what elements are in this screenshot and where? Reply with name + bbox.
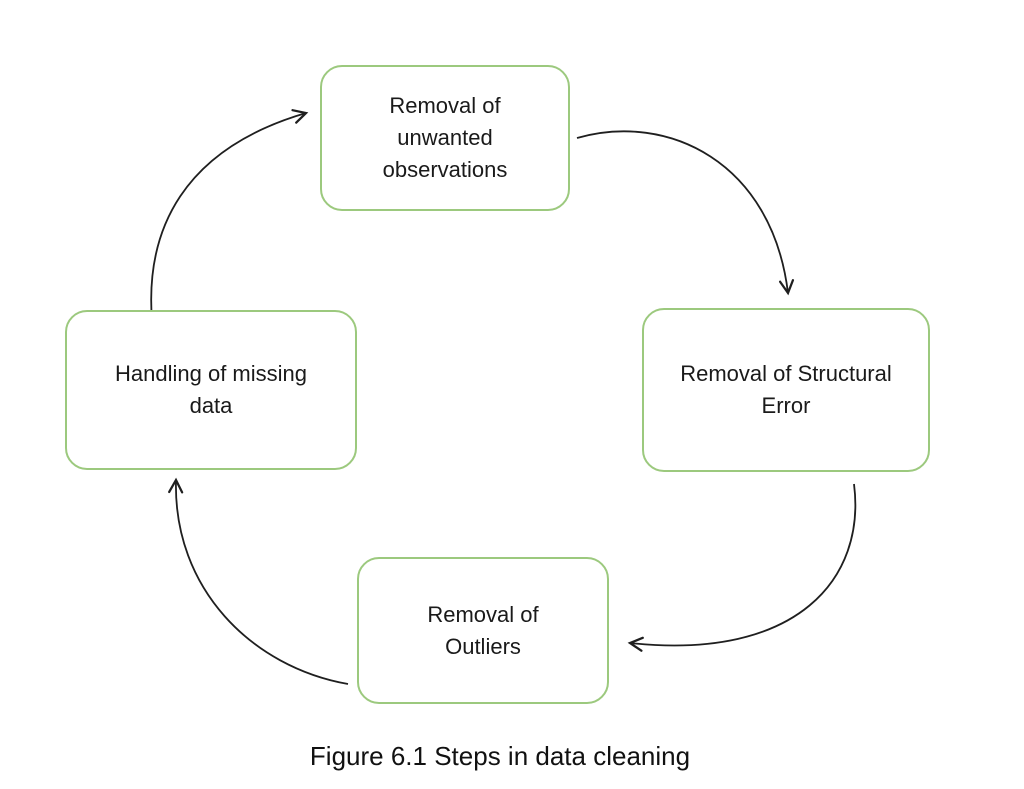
node-removal-outliers: Removal of Outliers: [357, 557, 609, 704]
arrow-left-to-top: [150, 109, 309, 321]
arrow-right-to-bottom: [627, 483, 857, 652]
arrow-top-to-right: [576, 130, 795, 296]
figure-caption: Figure 6.1 Steps in data cleaning: [309, 741, 691, 771]
node-removal-structural-error: Removal of Structural Error: [642, 308, 930, 472]
node-removal-unwanted-observations: Removal of unwanted observations: [320, 65, 570, 211]
arrow-bottom-to-left: [168, 477, 349, 685]
node-label: Removal of Outliers: [427, 601, 539, 659]
node-handling-missing-data: Handling of missing data: [65, 310, 357, 470]
node-label: Removal of Structural Error: [680, 361, 892, 418]
node-label: Removal of unwanted observations: [382, 93, 508, 182]
node-label: Handling of missing data: [115, 361, 307, 418]
